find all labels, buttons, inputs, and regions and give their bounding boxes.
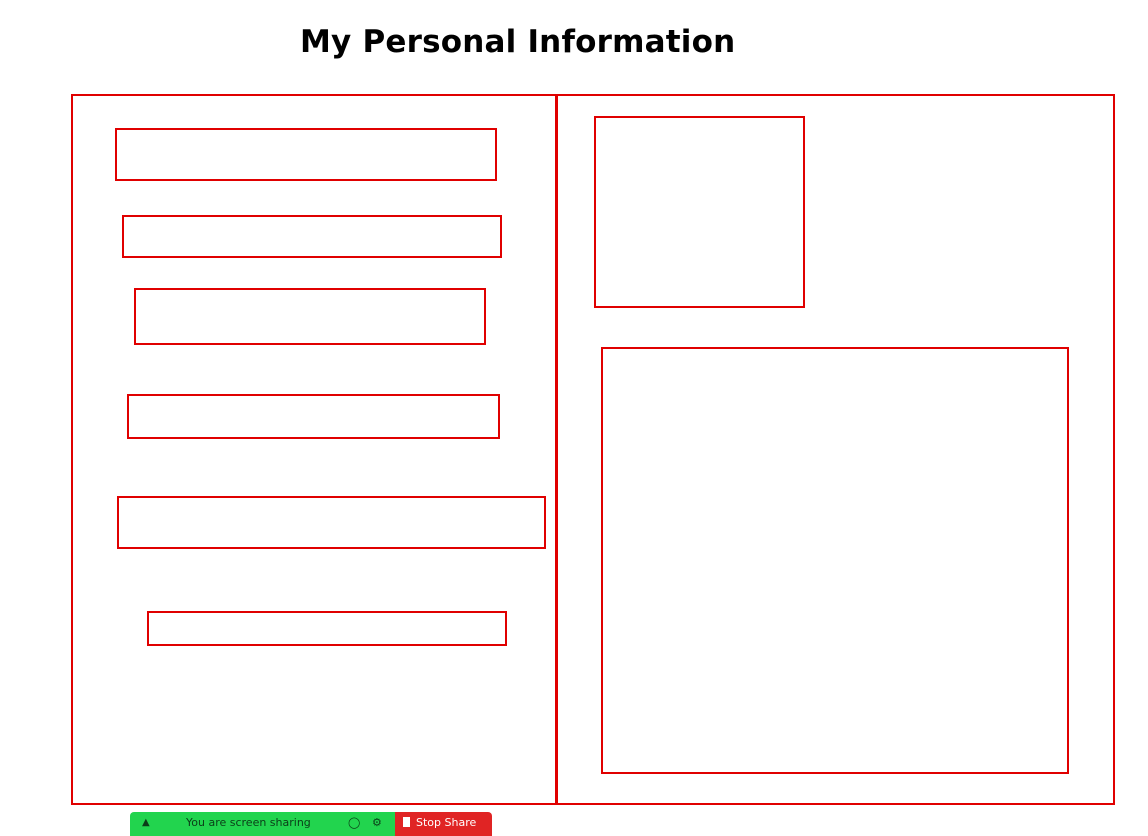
screen-share-bar: ▲ You are screen sharing ◯ ⚙ Stop Share [130, 812, 492, 836]
settings-icon[interactable]: ⚙ [372, 816, 382, 829]
info-field-6[interactable] [147, 611, 507, 646]
stop-icon [403, 817, 410, 827]
share-status-area: ▲ You are screen sharing ◯ ⚙ [130, 812, 395, 836]
photo-box[interactable] [594, 116, 805, 308]
info-field-4[interactable] [127, 394, 500, 439]
info-field-5[interactable] [117, 496, 546, 549]
info-field-2[interactable] [122, 215, 502, 258]
info-panel [71, 94, 1115, 805]
share-status-text: You are screen sharing [186, 816, 311, 829]
details-box[interactable] [601, 347, 1069, 774]
stop-share-button[interactable]: Stop Share [395, 812, 492, 836]
info-field-1[interactable] [115, 128, 497, 181]
page-title: My Personal Information [300, 24, 736, 60]
column-divider [555, 95, 558, 803]
stop-share-label: Stop Share [416, 816, 477, 829]
shield-icon[interactable]: ◯ [348, 816, 361, 829]
info-field-3[interactable] [134, 288, 486, 345]
pin-icon[interactable]: ▲ [142, 817, 150, 828]
